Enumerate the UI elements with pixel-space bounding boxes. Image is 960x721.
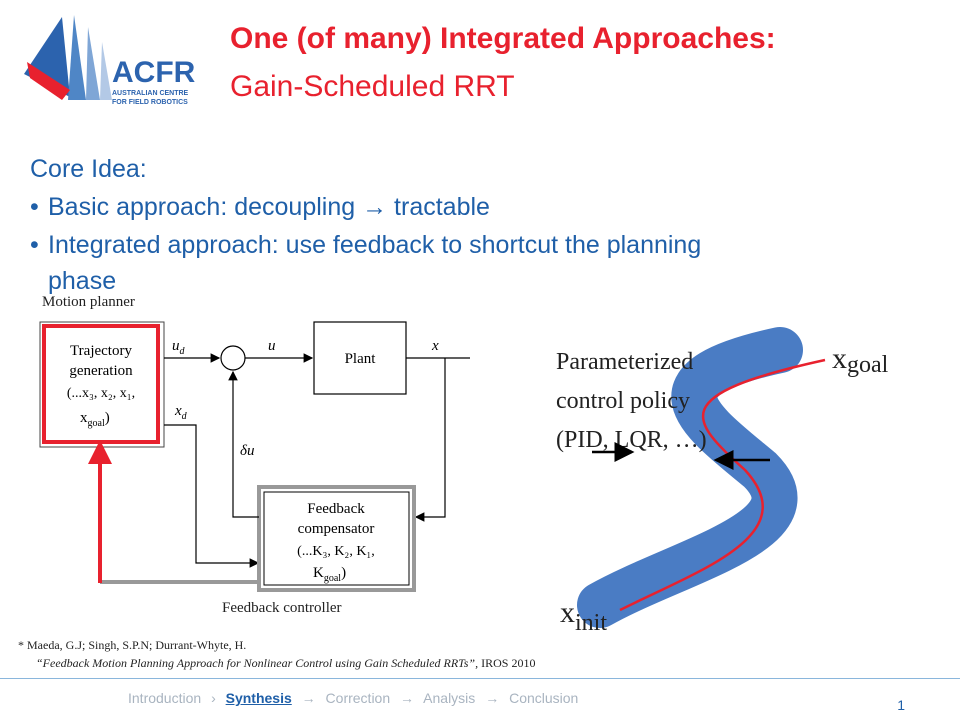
bullet-integrated-approach-cont: phase: [48, 267, 117, 295]
acfr-logo: ACFR AUSTRALIAN CENTRE FOR FIELD ROBOTIC…: [24, 15, 196, 106]
xd-line: [164, 424, 260, 568]
footnote-venue: IROS 2010: [478, 656, 536, 670]
policy-diagram: Parameterized control policy (PID, LQR, …: [556, 327, 889, 636]
plant-label: Plant: [345, 351, 377, 367]
xd-label: xd: [174, 403, 188, 422]
nav-item-conclusion[interactable]: Conclusion: [509, 690, 579, 706]
logo-sail-4: [100, 42, 112, 100]
page-number: 1: [897, 697, 905, 713]
du-label: δu: [240, 443, 254, 459]
trajectory-generation-box: [42, 324, 160, 444]
footnote-authors: * Maeda, G.J; Singh, S.P.N; Durrant-Whyt…: [18, 638, 247, 652]
section-nav-items: Introduction › Synthesis → Correction → …: [128, 690, 584, 706]
policy-text-line1: Parameterized: [556, 349, 693, 375]
feedback-controller-label: Feedback controller: [222, 600, 342, 616]
bullet-basic-approach: • Basic approach: decoupling → tractable: [30, 193, 490, 222]
comp-line2: compensator: [298, 521, 375, 537]
nav-separator: ›: [211, 690, 216, 706]
du-line: [228, 370, 259, 518]
nav-arrow-icon: →: [485, 690, 500, 706]
x-label: x: [431, 338, 439, 354]
traj-line2: generation: [69, 363, 133, 379]
summing-junction: [220, 345, 246, 371]
nav-item-correction[interactable]: Correction: [325, 690, 391, 706]
bullet-text-before: Basic approach: decoupling: [48, 193, 363, 221]
bullet-text-after: tractable: [387, 193, 490, 221]
funnel-band: [577, 327, 803, 628]
nav-item-analysis[interactable]: Analysis: [423, 690, 476, 706]
nav-arrow-icon: →: [400, 690, 415, 706]
ud-label: ud: [172, 338, 186, 357]
footnote-title: “Feedback Motion Planning Approach for N…: [36, 656, 479, 670]
nav-item-introduction[interactable]: Introduction: [128, 690, 202, 706]
logo-sail-3: [86, 27, 100, 100]
traj-line3: (...x₃, x₂, x₁,: [67, 386, 135, 401]
section-nav-bar: Introduction › Synthesis → Correction → …: [0, 678, 960, 721]
feedback-compensator-box: [257, 485, 416, 592]
core-idea-heading: Core Idea:: [30, 155, 147, 183]
motion-planner-label: Motion planner: [42, 294, 135, 310]
slide-title: One (of many) Integrated Approaches:: [230, 22, 776, 55]
x-init-label: xinit: [560, 596, 607, 636]
traj-line1: Trajectory: [70, 343, 132, 359]
x-goal-label: xgoal: [832, 342, 889, 378]
bullet-integrated-approach: • Integrated approach: use feedback to sh…: [30, 231, 701, 260]
policy-text-line2: control policy: [556, 388, 690, 414]
nav-arrow-icon: →: [301, 690, 316, 706]
arrow-icon: →: [362, 193, 388, 221]
footnote-citation: “Feedback Motion Planning Approach for N…: [36, 656, 535, 671]
comp-line3: (...K₃, K₂, K₁,: [297, 544, 375, 559]
bullet-marker: •: [30, 193, 39, 221]
logo-line2: FOR FIELD ROBOTICS: [112, 99, 188, 106]
comp-line4: Kgoal): [313, 565, 346, 584]
logo-red-stripe: [27, 62, 70, 100]
logo-line1: AUSTRALIAN CENTRE: [112, 90, 189, 97]
logo-acronym: ACFR: [112, 56, 196, 89]
nav-item-synthesis[interactable]: Synthesis: [225, 690, 292, 706]
trajectory-path: [619, 358, 826, 612]
x-feedback-line: [414, 358, 446, 522]
comp-line1: Feedback: [307, 501, 365, 517]
bullet-text: Integrated approach: use feedback to sho…: [48, 231, 702, 259]
logo-sail-2: [68, 15, 86, 100]
bullet-marker: •: [30, 231, 39, 259]
slide-subtitle: Gain-Scheduled RRT: [230, 70, 515, 103]
u-label: u: [268, 338, 276, 354]
traj-line4: xgoal): [80, 410, 110, 429]
feedback-compensator-inner: [263, 491, 410, 586]
policy-text-line3: (PID, LQR, …): [556, 427, 707, 453]
block-diagram: Motion planner Trajectory generation (..…: [39, 294, 470, 616]
